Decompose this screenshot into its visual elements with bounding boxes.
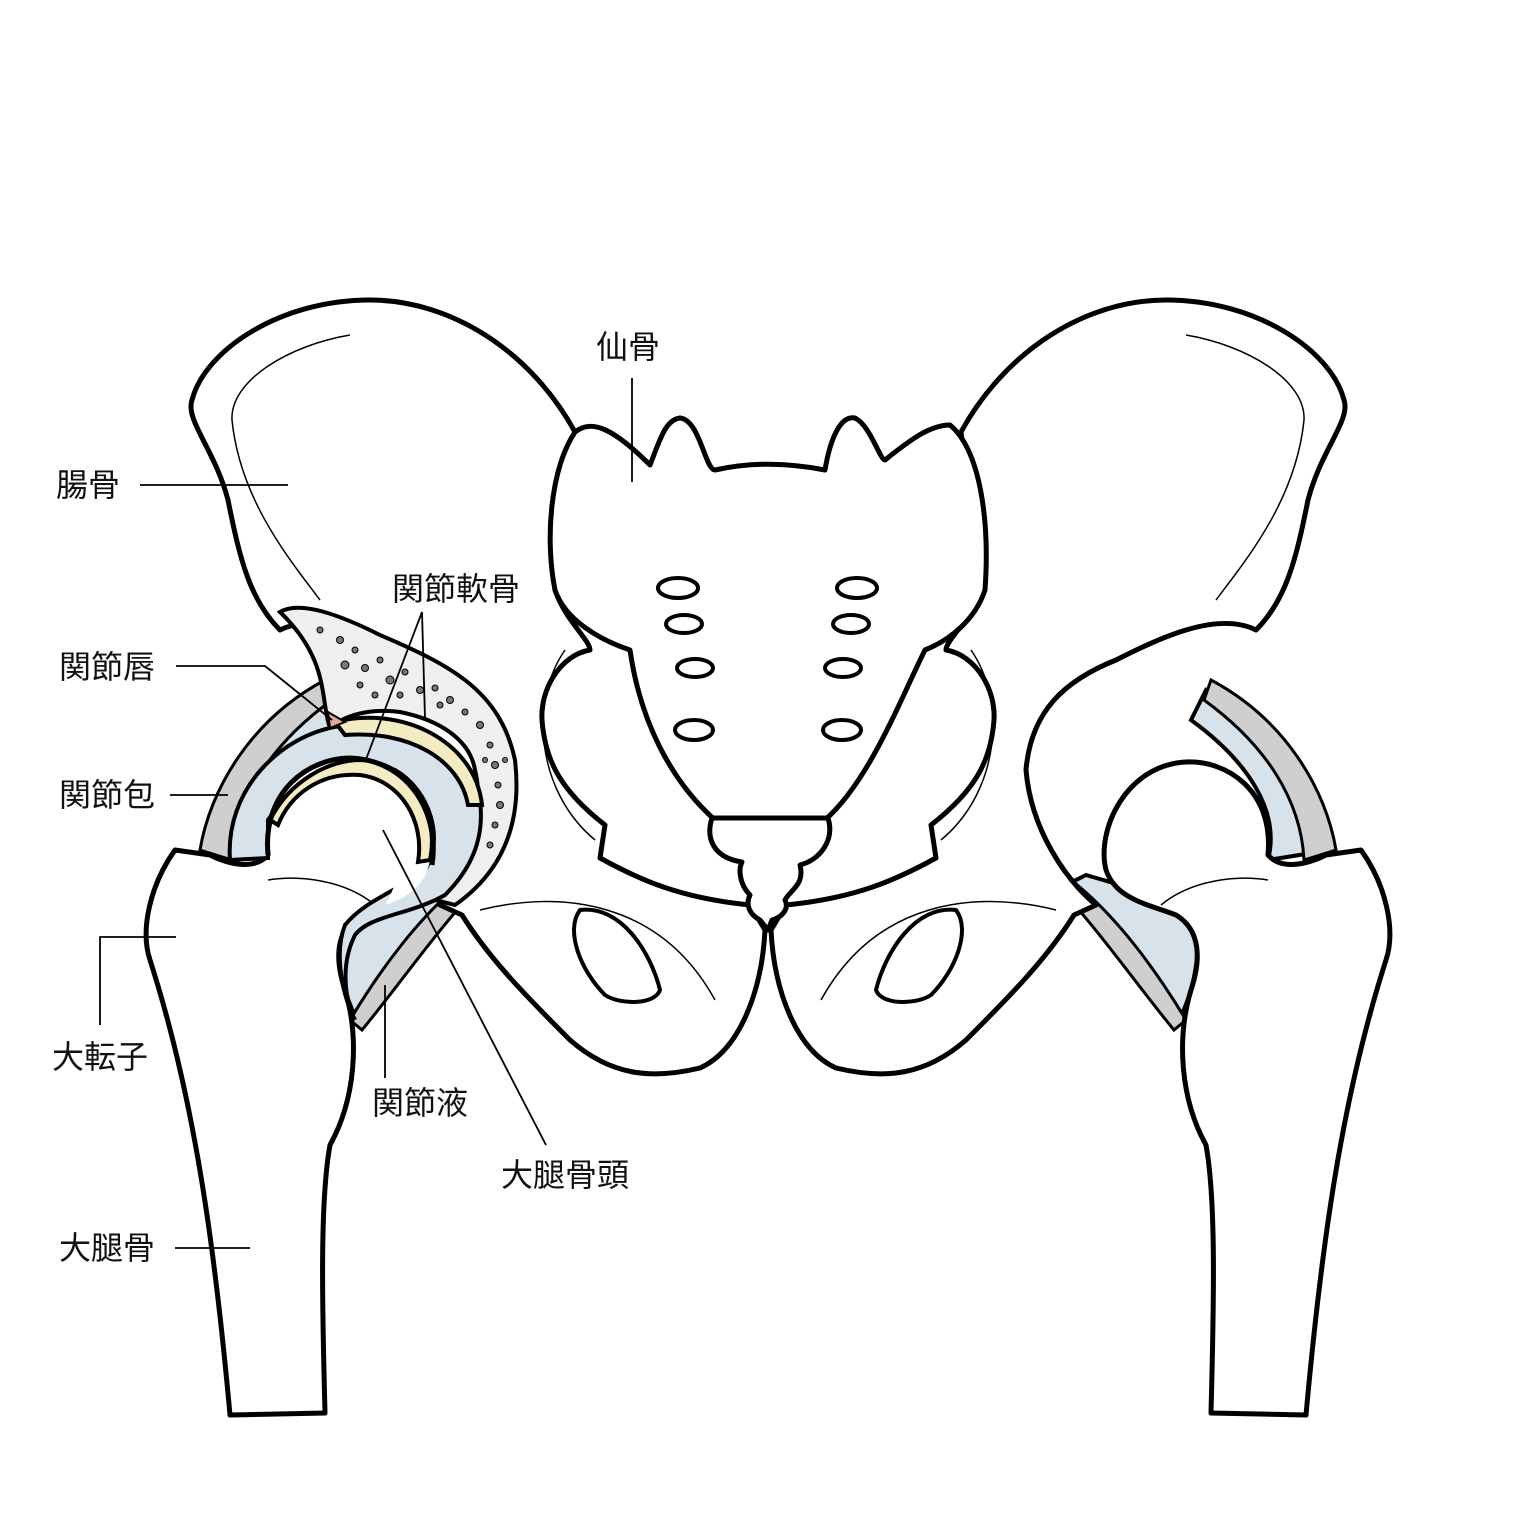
sacral-foramina: [656, 576, 879, 742]
femoral-head-outline: [265, 755, 436, 866]
label-labrum: 関節唇: [59, 648, 155, 686]
leader-lines: [99, 378, 633, 1249]
label-sacrum: 仙骨: [596, 328, 660, 366]
label-synovial-fluid: 関節液: [372, 1084, 468, 1122]
acetabular-cartilage: [331, 715, 485, 807]
femoral-head: [267, 762, 432, 905]
sacrum: [547, 415, 989, 823]
label-ilium: 腸骨: [56, 466, 120, 504]
coccyx: [707, 815, 833, 933]
cancellous-bone-dots: [316, 626, 508, 849]
left-hip: [146, 300, 765, 1415]
labrum: [326, 710, 348, 730]
label-femoral-head: 大腿骨頭: [501, 1156, 629, 1194]
femoral-head-cartilage: [267, 757, 434, 865]
label-greater-trochanter: 大転子: [52, 1038, 148, 1076]
label-articular-cartilage: 関節軟骨: [392, 570, 520, 608]
label-femur: 大腿骨: [59, 1229, 155, 1267]
label-joint-capsule: 関節包: [59, 776, 155, 814]
